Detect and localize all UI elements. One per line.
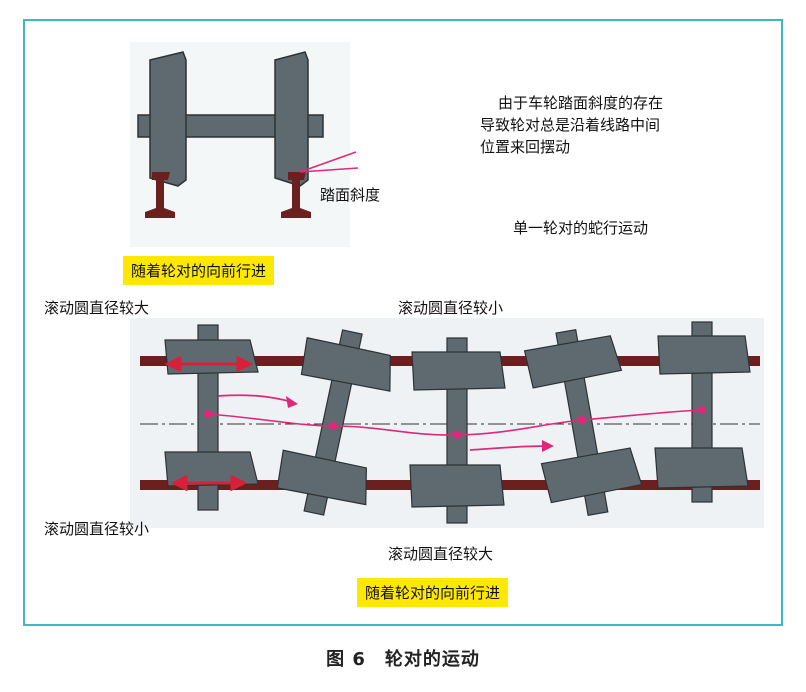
rolling-diameter-arrows bbox=[164, 355, 254, 492]
explanation-note: 由于车轮踏面斜度的存在 导致轮对总是沿着线路中间 位置来回摆动 bbox=[480, 92, 663, 158]
left-rail-section bbox=[145, 172, 175, 218]
wheelset-3 bbox=[409, 337, 506, 524]
tread-slope-line bbox=[299, 151, 357, 173]
motion-arrowheads bbox=[286, 396, 554, 452]
right-rail-section bbox=[281, 172, 311, 218]
direction-label-top: 随着轮对的向前行进 bbox=[123, 256, 275, 285]
rolling-diameter-small-bottom-label: 滚动圆直径较小 bbox=[44, 520, 150, 538]
hunting-motion-panel bbox=[130, 318, 764, 528]
single-wheelset-hunting-label: 单一轮对的蛇行运动 bbox=[513, 219, 649, 237]
explanation-line-2: 导致轮对总是沿着线路中间 bbox=[480, 116, 661, 134]
explanation-line-1: 由于车轮踏面斜度的存在 bbox=[498, 94, 664, 112]
left-wheel bbox=[149, 51, 187, 187]
level-reference-line bbox=[299, 167, 359, 173]
figure-caption: 图 6 轮对的运动 bbox=[326, 649, 480, 670]
rolling-diameter-large-top-label: 滚动圆直径较大 bbox=[44, 299, 150, 317]
rolling-diameter-large-bottom-label: 滚动圆直径较大 bbox=[388, 545, 494, 563]
rolling-diameter-small-top-label: 滚动圆直径较小 bbox=[398, 299, 504, 317]
tread-slope-label: 踏面斜度 bbox=[320, 186, 381, 204]
wheelset-cross-section bbox=[130, 42, 359, 247]
path-points bbox=[204, 406, 706, 439]
direction-label-bottom: 随着轮对的向前行进 bbox=[357, 578, 509, 607]
right-wheel bbox=[274, 51, 309, 187]
motion-arrows bbox=[217, 394, 549, 451]
explanation-line-3: 位置来回摆动 bbox=[480, 138, 571, 156]
